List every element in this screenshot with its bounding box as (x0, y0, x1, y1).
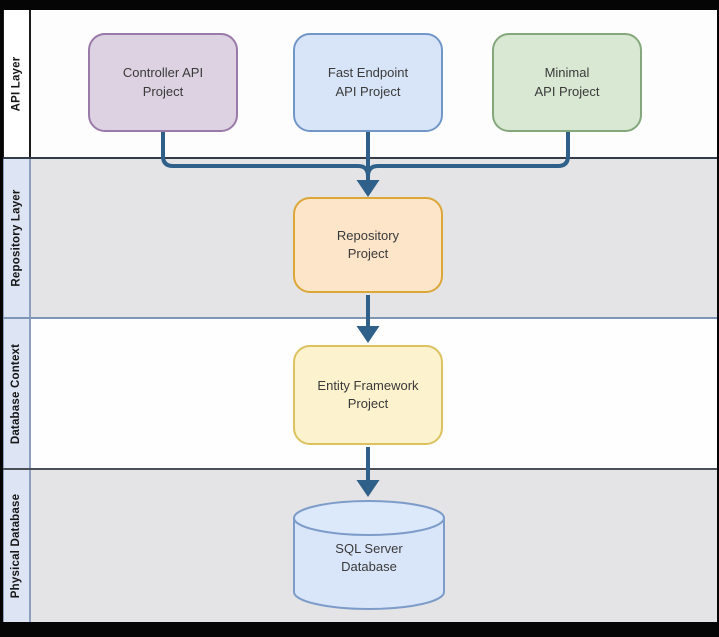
architecture-diagram: API Layer Repository Layer Database Cont… (3, 10, 717, 622)
layer-content-api-layer (31, 10, 717, 157)
layer-label-text: Physical Database (10, 493, 23, 599)
layer-label-database-context: Database Context (3, 319, 31, 468)
layer-label-text: API Layer (10, 56, 23, 111)
layer-label-api-layer: API Layer (3, 10, 31, 157)
layer-label-text: Repository Layer (10, 189, 23, 287)
layer-content-physical-database (31, 470, 717, 622)
layer-band-repository-layer: Repository Layer (3, 157, 717, 317)
layer-label-text: Database Context (10, 343, 23, 444)
layer-content-database-context (31, 319, 717, 468)
layer-band-database-context: Database Context (3, 317, 717, 468)
layer-label-physical-database: Physical Database (3, 470, 31, 622)
layer-label-repository-layer: Repository Layer (3, 159, 31, 317)
layer-band-api-layer: API Layer (3, 10, 717, 157)
layer-band-physical-database: Physical Database (3, 468, 717, 622)
layer-content-repository-layer (31, 159, 717, 317)
